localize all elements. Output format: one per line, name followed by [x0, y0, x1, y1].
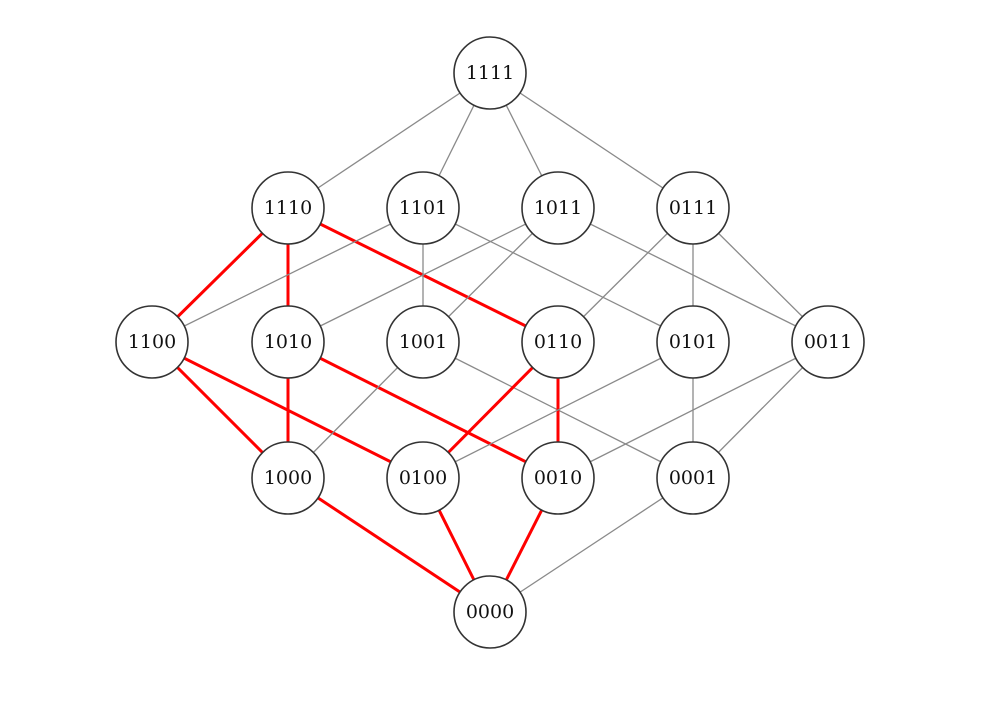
node-circle	[453, 36, 527, 110]
edge-0011-0010	[557, 341, 829, 479]
node-0000: 0000	[453, 575, 527, 649]
node-1000: 1000	[251, 441, 325, 515]
node-0100: 0100	[386, 441, 460, 515]
node-circle	[791, 305, 865, 379]
node-circle	[453, 575, 527, 649]
edge-1000-0000-highlighted	[287, 476, 491, 614]
node-label: 1010	[264, 331, 312, 353]
node-0101: 0101	[656, 305, 730, 379]
node-0011: 0011	[791, 305, 865, 379]
edge-1101-0101	[422, 207, 694, 343]
node-circle	[251, 171, 325, 245]
node-label: 0001	[669, 467, 717, 489]
node-circle	[656, 441, 730, 515]
node-1100: 1100	[115, 305, 189, 379]
node-label: 0111	[669, 197, 717, 219]
node-0111: 0111	[656, 171, 730, 245]
node-circle	[656, 305, 730, 379]
node-circle	[115, 305, 189, 379]
nodes-layer: 1111 1110 1101 1011 0111 1100 1010 1001 0110 0101…	[115, 36, 865, 649]
node-label: 1011	[534, 197, 582, 219]
node-label: 0000	[466, 601, 514, 623]
node-circle	[386, 171, 460, 245]
node-label: 0010	[534, 467, 582, 489]
node-circle	[251, 441, 325, 515]
node-label: 0011	[804, 331, 852, 353]
node-0010: 0010	[521, 441, 595, 515]
node-1011: 1011	[521, 171, 595, 245]
edge-1111-1110	[287, 72, 491, 209]
node-1101: 1101	[386, 171, 460, 245]
edge-1011-1010	[287, 207, 559, 343]
edge-0101-0100	[422, 341, 694, 479]
node-circle	[521, 441, 595, 515]
node-circle	[251, 305, 325, 379]
edge-1111-0111	[489, 72, 694, 209]
node-1111: 1111	[453, 36, 527, 110]
node-label: 1110	[264, 197, 312, 219]
node-1010: 1010	[251, 305, 325, 379]
node-label: 0101	[669, 331, 717, 353]
edge-1010-0010-highlighted	[287, 340, 559, 480]
node-label: 0110	[534, 331, 582, 353]
node-0110: 0110	[521, 305, 595, 379]
node-1110: 1110	[251, 171, 325, 245]
node-label: 1100	[128, 331, 176, 353]
node-label: 1101	[399, 197, 447, 219]
node-label: 1000	[264, 467, 312, 489]
node-label: 1001	[399, 331, 447, 353]
edge-1101-1100	[151, 207, 424, 343]
node-circle	[656, 171, 730, 245]
node-label: 1111	[466, 62, 514, 84]
node-circle	[521, 305, 595, 379]
node-1001: 1001	[386, 305, 460, 379]
node-0001: 0001	[656, 441, 730, 515]
node-circle	[386, 305, 460, 379]
edge-0001-0000	[489, 477, 694, 613]
node-circle	[521, 171, 595, 245]
node-label: 0100	[399, 467, 447, 489]
node-circle	[386, 441, 460, 515]
